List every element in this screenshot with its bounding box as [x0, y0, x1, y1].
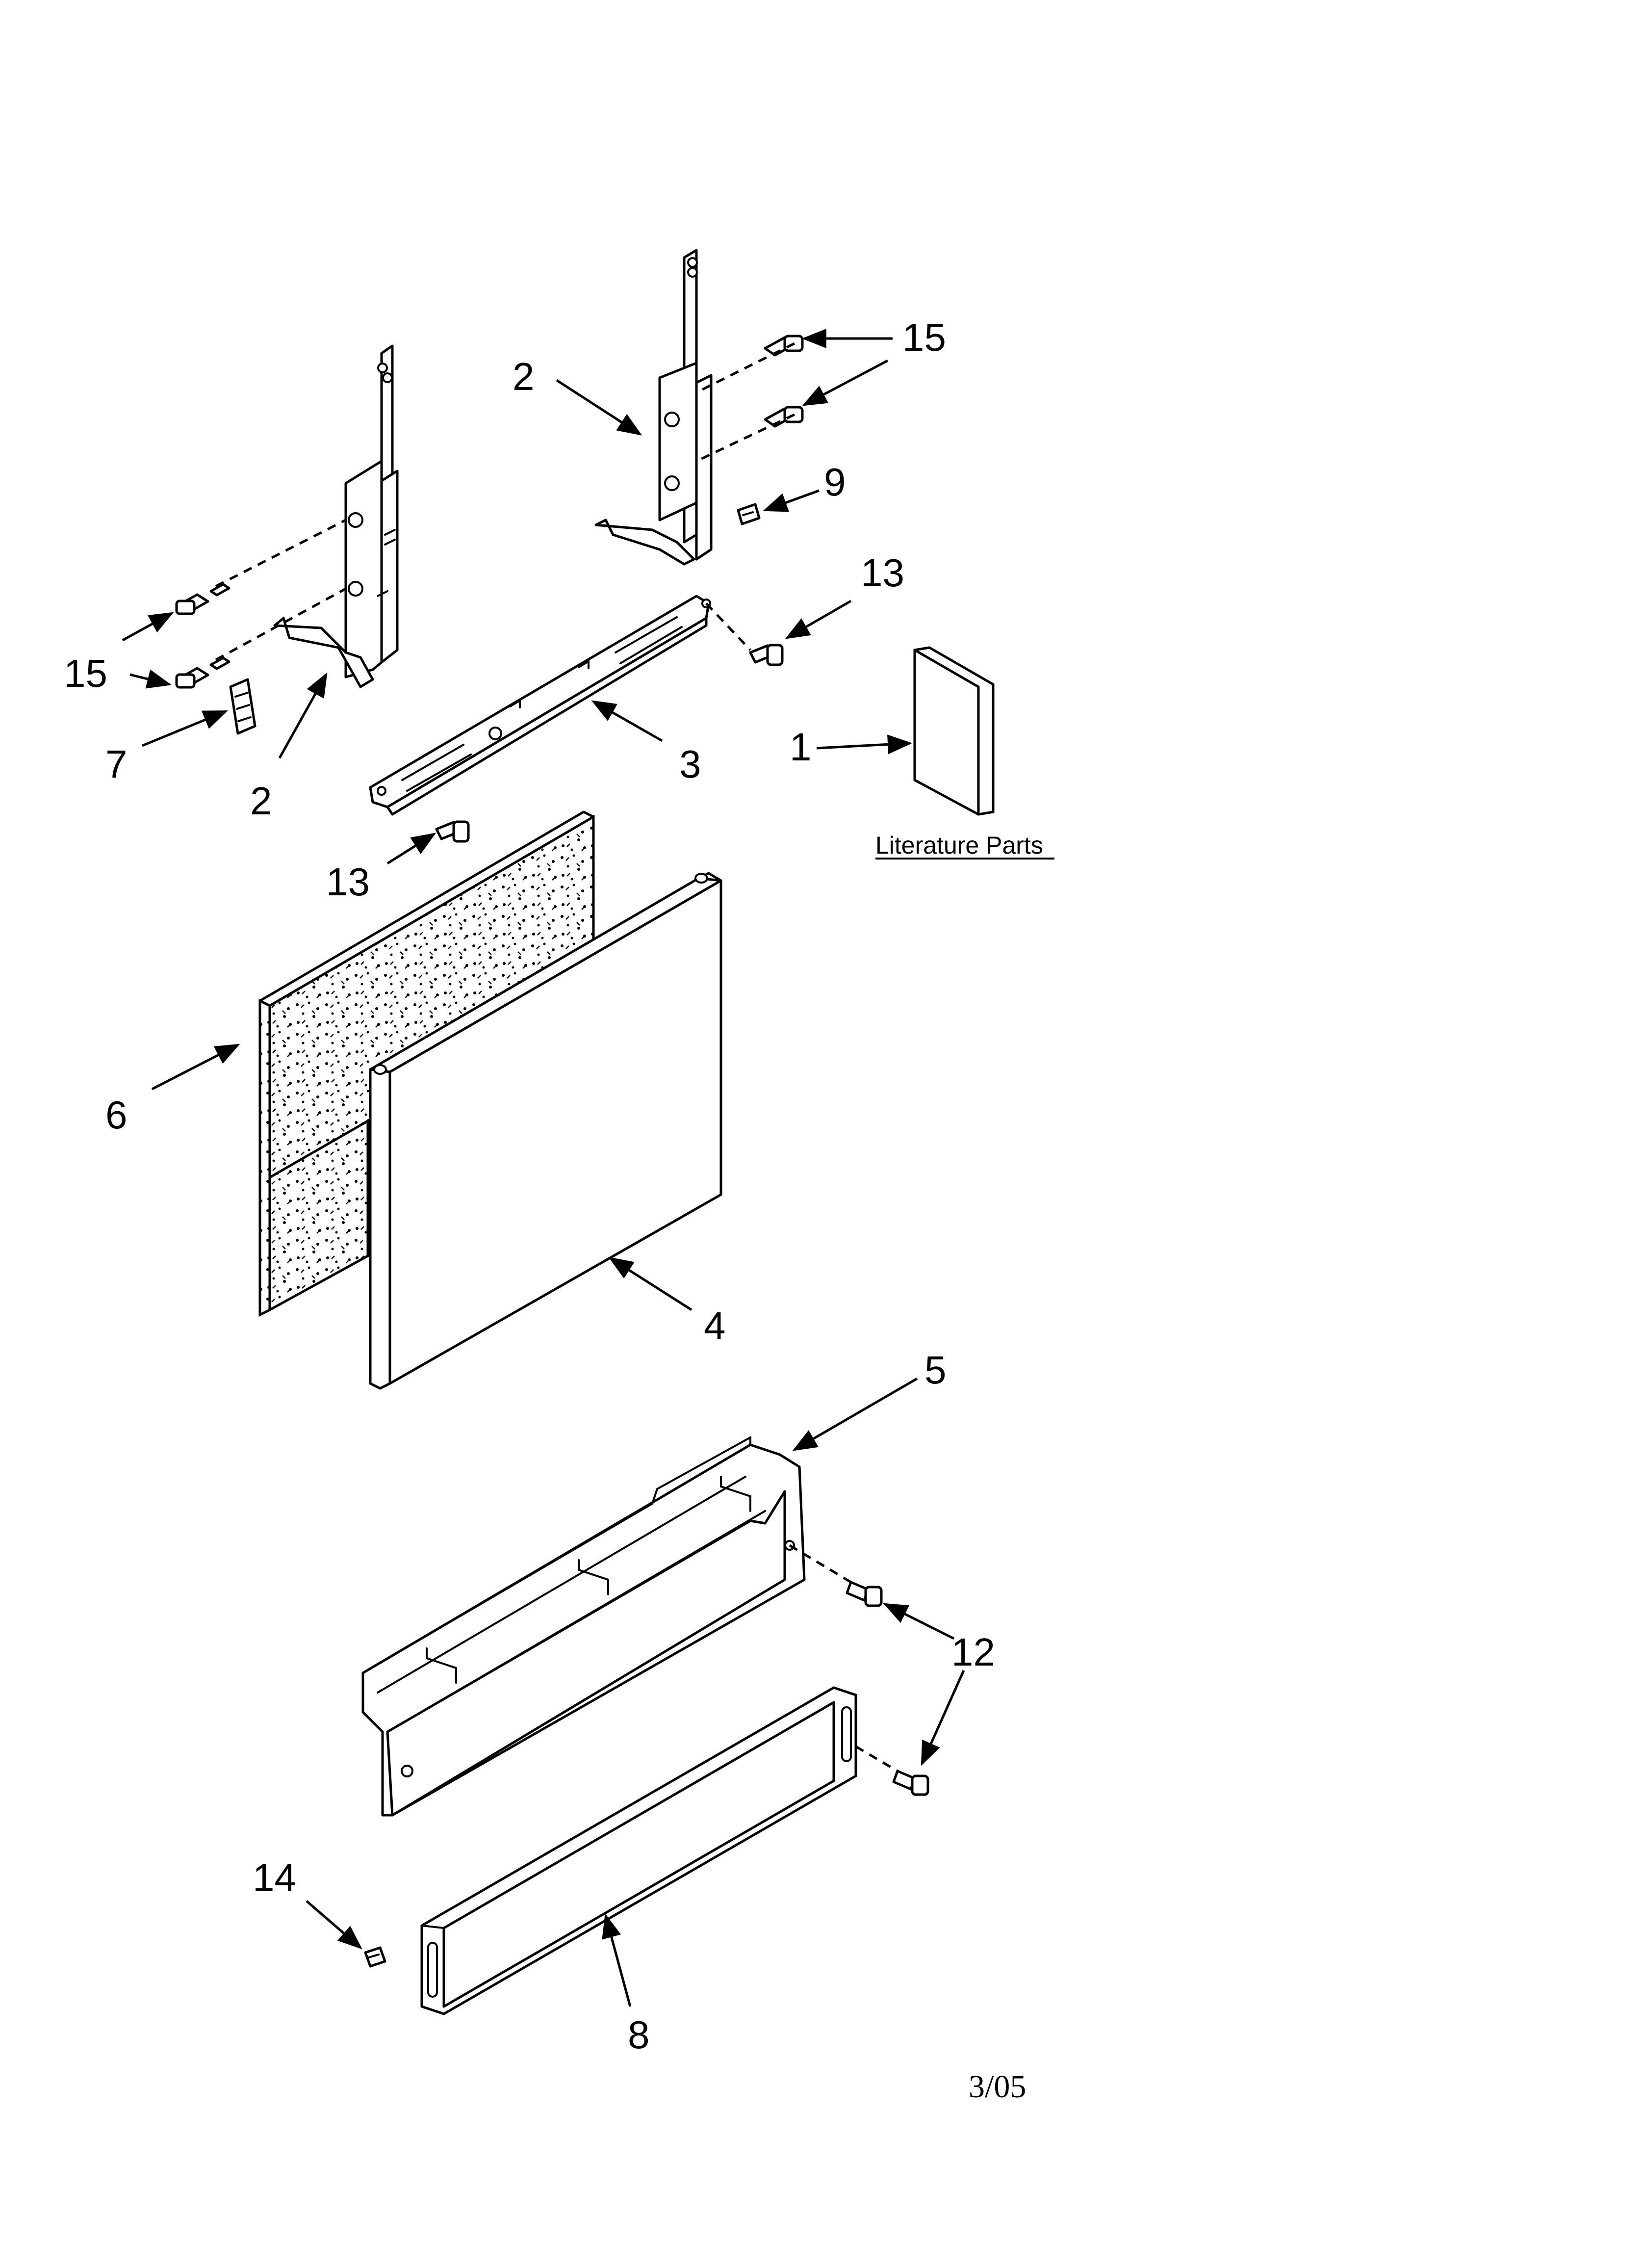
callout-7: 7 [105, 742, 128, 786]
callout-2-left: 2 [250, 779, 272, 823]
callout-9: 9 [824, 460, 846, 504]
screw-13-left [435, 820, 470, 843]
mounting-rail [369, 595, 711, 816]
alignment-lines [215, 342, 898, 1773]
toe-panel-bracket [361, 1435, 806, 1817]
spacer-7 [229, 678, 257, 735]
callout-12: 12 [951, 1630, 995, 1674]
callout-3: 3 [679, 742, 701, 786]
clip-9 [737, 503, 761, 525]
callout-6: 6 [105, 1093, 128, 1137]
literature-pack [913, 646, 995, 816]
clip-14 [364, 1946, 386, 1968]
literature-parts-label: Literature Parts [875, 832, 1043, 859]
revision-date: 3/05 [969, 2069, 1026, 2105]
callout-15-right: 15 [902, 315, 946, 359]
door-panel [369, 872, 722, 1390]
screw-12-lower [892, 1770, 929, 1796]
screw-15-right-upper [764, 335, 804, 357]
callout-5: 5 [924, 1348, 947, 1392]
screw-15-left-lower [175, 656, 231, 689]
screw-15-left-upper [175, 583, 231, 615]
screw-13-right [749, 644, 784, 666]
callout-1: 1 [790, 725, 812, 769]
callout-4: 4 [704, 1304, 726, 1348]
callout-13-left: 13 [326, 860, 370, 904]
left-hinge-bracket [273, 344, 399, 688]
insulation-panel [258, 810, 595, 1317]
callout-8: 8 [628, 2013, 650, 2057]
kick-plate [420, 1686, 857, 2015]
screw-12-upper [846, 1581, 883, 1607]
screw-15-right-lower [764, 406, 804, 428]
right-hinge-bracket [594, 249, 713, 566]
callout-15-left: 15 [64, 652, 107, 695]
callout-labels: 15 7 2 2 15 9 13 3 1 13 6 4 5 12 14 8 [64, 315, 995, 2057]
callout-2-right: 2 [513, 355, 535, 398]
callout-14: 14 [253, 1856, 296, 1900]
leader-arrows [122, 329, 965, 2007]
callout-13-right: 13 [861, 551, 904, 595]
